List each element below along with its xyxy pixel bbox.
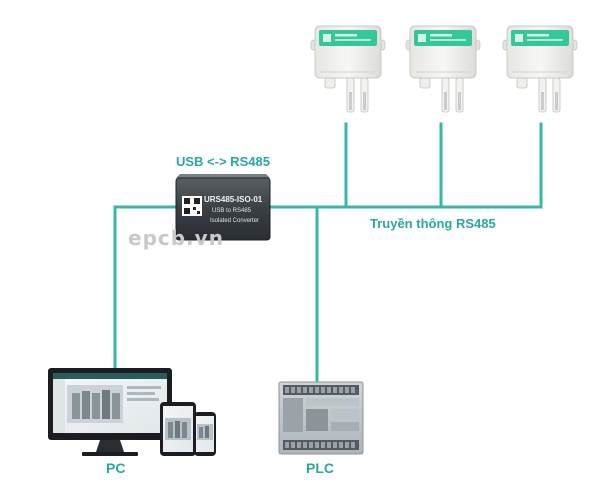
rs485-communication-label: Truyền thông RS485 — [370, 216, 496, 231]
converter-model-text: URS485-ISO-01 — [204, 195, 263, 204]
plc-label: PLC — [306, 460, 334, 476]
pc-label: PC — [106, 460, 126, 476]
phone-image — [194, 412, 216, 456]
converter-line3-text: Isolated Converter — [210, 218, 259, 224]
rs485-bus-lines — [113, 122, 543, 384]
tablet-image — [160, 402, 196, 456]
pc-monitor-image — [48, 368, 172, 456]
sensor-1-image — [310, 25, 386, 113]
converter-line2-text: USB to RS485 — [212, 208, 252, 214]
sensor-2-image — [405, 25, 481, 113]
usb-rs485-converter-image: URS485-ISO-01 USB to RS485 Isolated Conv… — [175, 174, 271, 241]
plc-image — [278, 381, 364, 455]
watermark-text: epcb.vn — [128, 226, 224, 250]
pc-link-line — [113, 205, 178, 370]
usb-rs485-label: USB <-> RS485 — [176, 154, 270, 169]
sensor-3-image — [502, 25, 578, 113]
